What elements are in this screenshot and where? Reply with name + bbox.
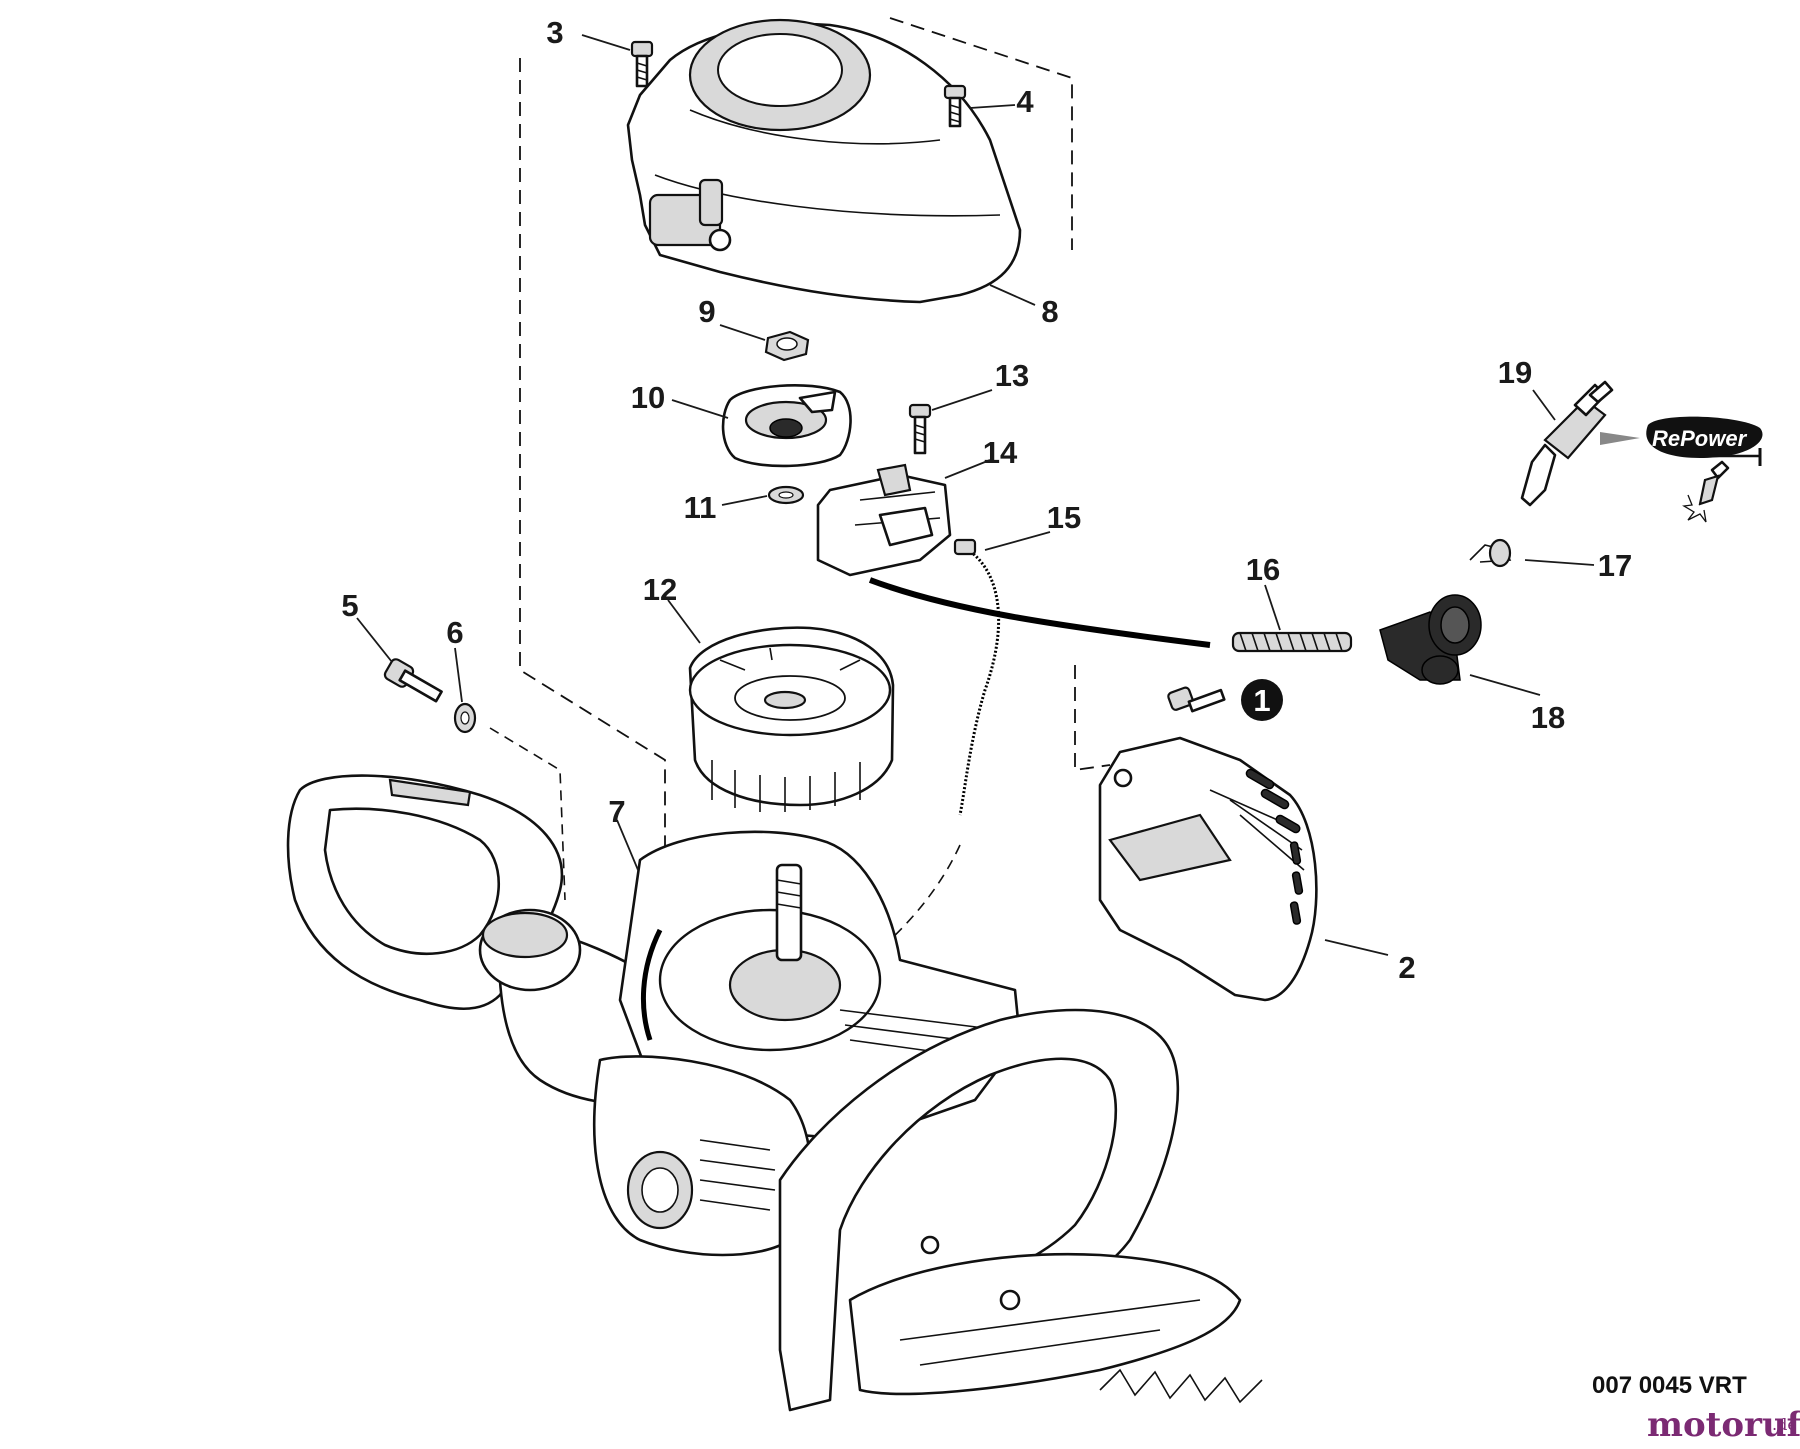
ignition-coil-part-14 [816,463,1211,816]
callout-labels: 3 4 8 9 10 11 13 14 15 12 19 16 17 5 6 1… [341,15,1632,985]
spring-clip-part-17 [1469,538,1512,568]
callout-2: 2 [1398,950,1415,985]
callout-18: 18 [1531,700,1565,735]
callout-1-circle [1241,679,1283,721]
screw-part-5 [383,658,443,703]
repower-logo: RePower [1600,416,1763,523]
washer-part-6 [453,702,477,734]
callout-15: 15 [1047,500,1081,535]
engine-body [286,774,1263,1412]
spark-plug-part-19 [1520,380,1614,507]
screw-part-1 [1167,686,1226,713]
callout-12: 12 [643,572,677,607]
watermark-main: motoruf [1647,1405,1800,1444]
callout-16: 16 [1246,552,1280,587]
drawing-code: 007 0045 VRT [1592,1372,1747,1399]
callout-11: 11 [684,490,717,525]
screw-part-4 [943,84,967,128]
callout-19: 19 [1498,355,1532,390]
callout-10: 10 [631,380,665,415]
callout-5: 5 [341,588,358,623]
callout-4: 4 [1016,84,1034,119]
callout-1: 1 [1253,683,1270,718]
callout-9: 9 [698,294,715,329]
repower-logo-text: RePower [1652,426,1748,451]
callout-7: 7 [608,794,625,829]
spark-plug-boot-part-18 [1379,594,1482,685]
callout-14: 14 [983,435,1018,470]
callout-3: 3 [546,15,563,50]
shroud-vents [1245,768,1304,925]
nut-part-9 [764,330,810,362]
washer-part-11 [767,485,805,505]
spring-part-16 [1231,631,1353,653]
screw-part-3 [630,40,654,88]
watermark: motoruf .de [1647,1405,1800,1445]
flywheel-part-12 [688,626,895,812]
watermark-suffix: .de [1772,1415,1797,1434]
starter-pulley-part-10 [721,384,852,468]
callout-6: 6 [446,615,463,650]
cylinder-shroud-part-2 [1098,736,1318,1002]
callout-8: 8 [1041,294,1058,329]
fan-cover-housing [626,18,1022,304]
screw-part-13 [908,403,932,455]
callout-13: 13 [995,358,1029,393]
leader-lines [356,34,1595,956]
callout-17: 17 [1598,548,1632,583]
small-spark-plug-icon [1682,460,1730,523]
